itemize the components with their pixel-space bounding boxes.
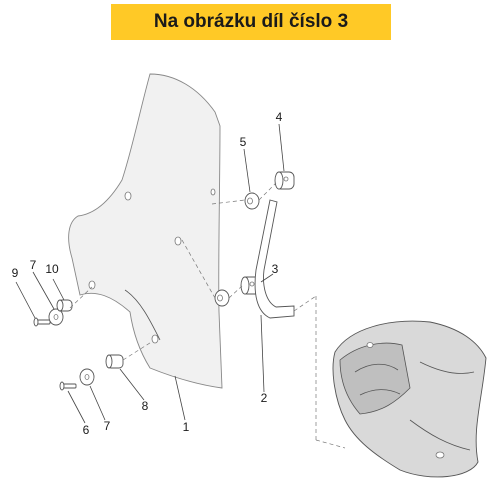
callout-3: 3 [272,262,279,276]
callout-6: 6 [83,423,90,437]
spacer-lower [105,354,124,369]
handlebar-cover [332,320,487,478]
bush-lower [214,289,230,307]
callout-1: 1 [183,420,190,434]
assembly-guide-lines [69,182,346,449]
callout-10: 10 [45,262,59,276]
nut-part-4 [274,171,295,190]
screw-lower [59,381,77,391]
washer-lower [79,368,95,386]
callout-5: 5 [240,135,247,149]
spacer-upper [56,299,73,312]
callout-7-upper: 7 [30,258,37,272]
screw-upper [33,317,51,327]
leader-lines [15,123,285,424]
callout-9: 9 [12,266,19,280]
washer-upper [48,308,64,326]
title-banner: Na obrázku díl číslo 3 [111,4,391,40]
support-rod [254,199,295,319]
banner-title: Na obrázku díl číslo 3 [153,11,349,32]
bush-upper [244,192,260,210]
windscreen [68,73,223,389]
callout-8: 8 [142,399,149,413]
callout-7-lower: 7 [104,419,111,433]
callout-2: 2 [261,391,268,405]
callout-4: 4 [276,110,283,124]
